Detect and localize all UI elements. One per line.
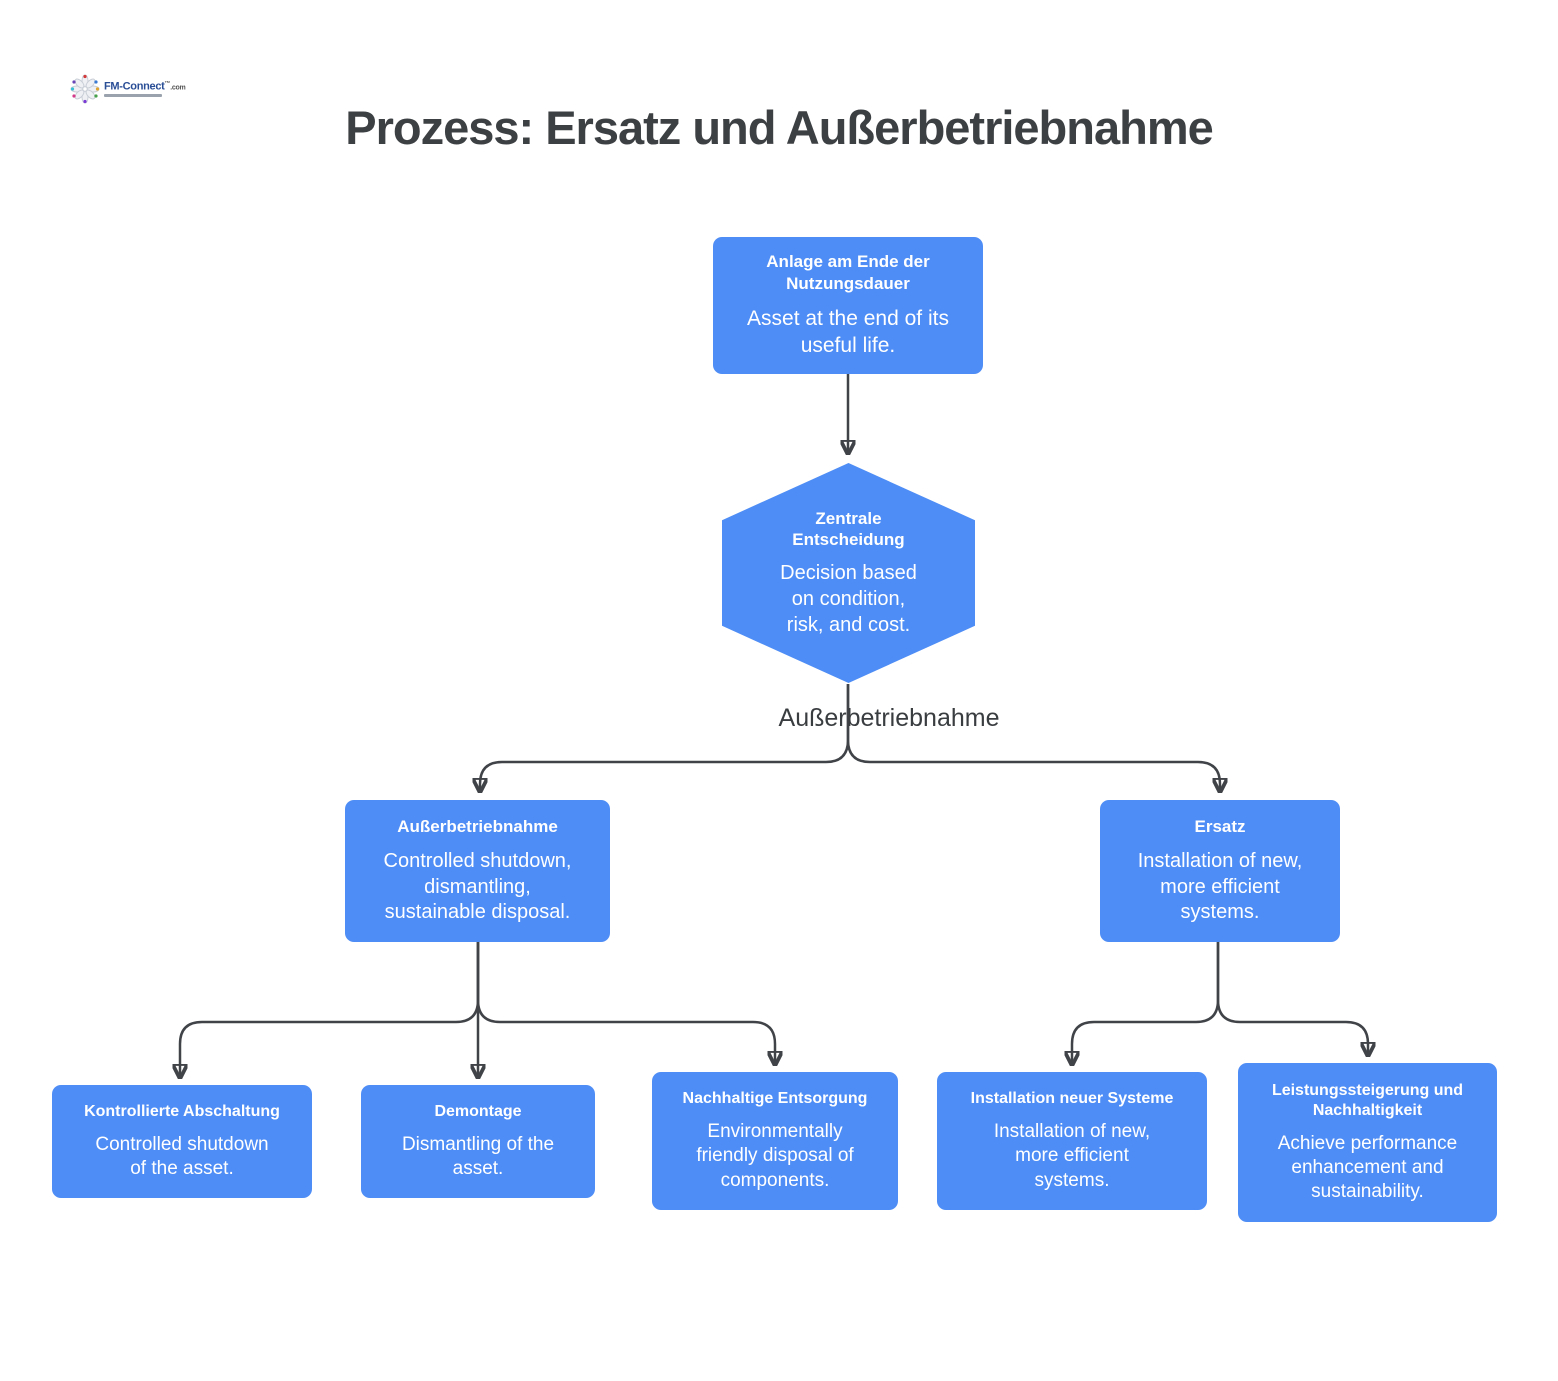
node-title: Ersatz [1194, 816, 1246, 836]
node-kontrollierte-abschaltung: Kontrollierte Abschaltung Controlled shu… [52, 1085, 312, 1198]
edge-decision-to-left [480, 684, 850, 790]
fm-connect-logo: FM-Connect™.com [70, 74, 186, 104]
node-leistungssteigerung: Leistungssteigerung und Nachhaltigkeit A… [1238, 1063, 1497, 1222]
logo-name: FM-Connect [104, 80, 165, 93]
node-asset-end-of-life: Anlage am Ende der Nutzungsdauer Asset a… [713, 237, 983, 374]
node-nachhaltige-entsorgung: Nachhaltige Entsorgung Environmentally f… [652, 1072, 898, 1210]
node-body: Controlled shutdown, dismantling, sustai… [383, 850, 572, 924]
node-title: Außerbetriebnahme [397, 816, 558, 836]
edge-right-to-leaf4 [1072, 942, 1220, 1063]
node-title: Kontrollierte Abschaltung [84, 1102, 280, 1120]
logo-tld: .com [170, 84, 186, 92]
logo-tm: ™ [164, 80, 171, 87]
node-ersatz: Ersatz Installation of new, more efficie… [1100, 800, 1340, 942]
node-title: Demontage [434, 1102, 522, 1120]
node-body: Achieve performance enhancement and sust… [1277, 1132, 1458, 1203]
node-body: Decision based on condition, risk, and c… [780, 562, 917, 636]
logo-flower-icon [70, 74, 100, 104]
logo-text: FM-Connect™.com [104, 80, 186, 98]
node-body: Controlled shutdown of the asset. [95, 1133, 269, 1179]
node-installation-neuer-systeme: Installation neuer Systeme Installation … [937, 1072, 1207, 1210]
node-body: Environmentally friendly disposal of com… [696, 1121, 854, 1191]
edge-decision-to-right [846, 684, 1220, 790]
node-body: Installation of new, more efficient syst… [993, 1121, 1151, 1191]
node-title: Zentrale Entscheidung [792, 508, 905, 550]
edge-right-to-leaf5 [1216, 942, 1368, 1054]
node-ausserbetriebnahme: Außerbetriebnahme Controlled shutdown, d… [345, 800, 610, 942]
edge-label-ausserbetriebnahme: Außerbetriebnahme [778, 704, 1000, 732]
node-title: Nachhaltige Entsorgung [682, 1090, 868, 1108]
node-body: Dismantling of the asset. [401, 1133, 555, 1179]
node-title: Leistungssteigerung und Nachhaltigkeit [1271, 1081, 1464, 1119]
logo-tagline-bar [104, 94, 162, 98]
edge-left-to-leaf1 [180, 942, 480, 1076]
node-body: Asset at the end of its useful life. [747, 306, 949, 357]
node-decision-hexagon: Zentrale Entscheidung Decision based on … [722, 463, 975, 683]
node-title: Installation neuer Systeme [970, 1090, 1174, 1108]
node-demontage: Demontage Dismantling of the asset. [361, 1085, 595, 1198]
page-title: Prozess: Ersatz und Außerbetriebnahme [345, 101, 1214, 154]
node-title: Anlage am Ende der Nutzungsdauer [766, 252, 930, 293]
edge-left-to-leaf3 [476, 942, 775, 1063]
node-body: Installation of new, more efficient syst… [1137, 850, 1303, 924]
